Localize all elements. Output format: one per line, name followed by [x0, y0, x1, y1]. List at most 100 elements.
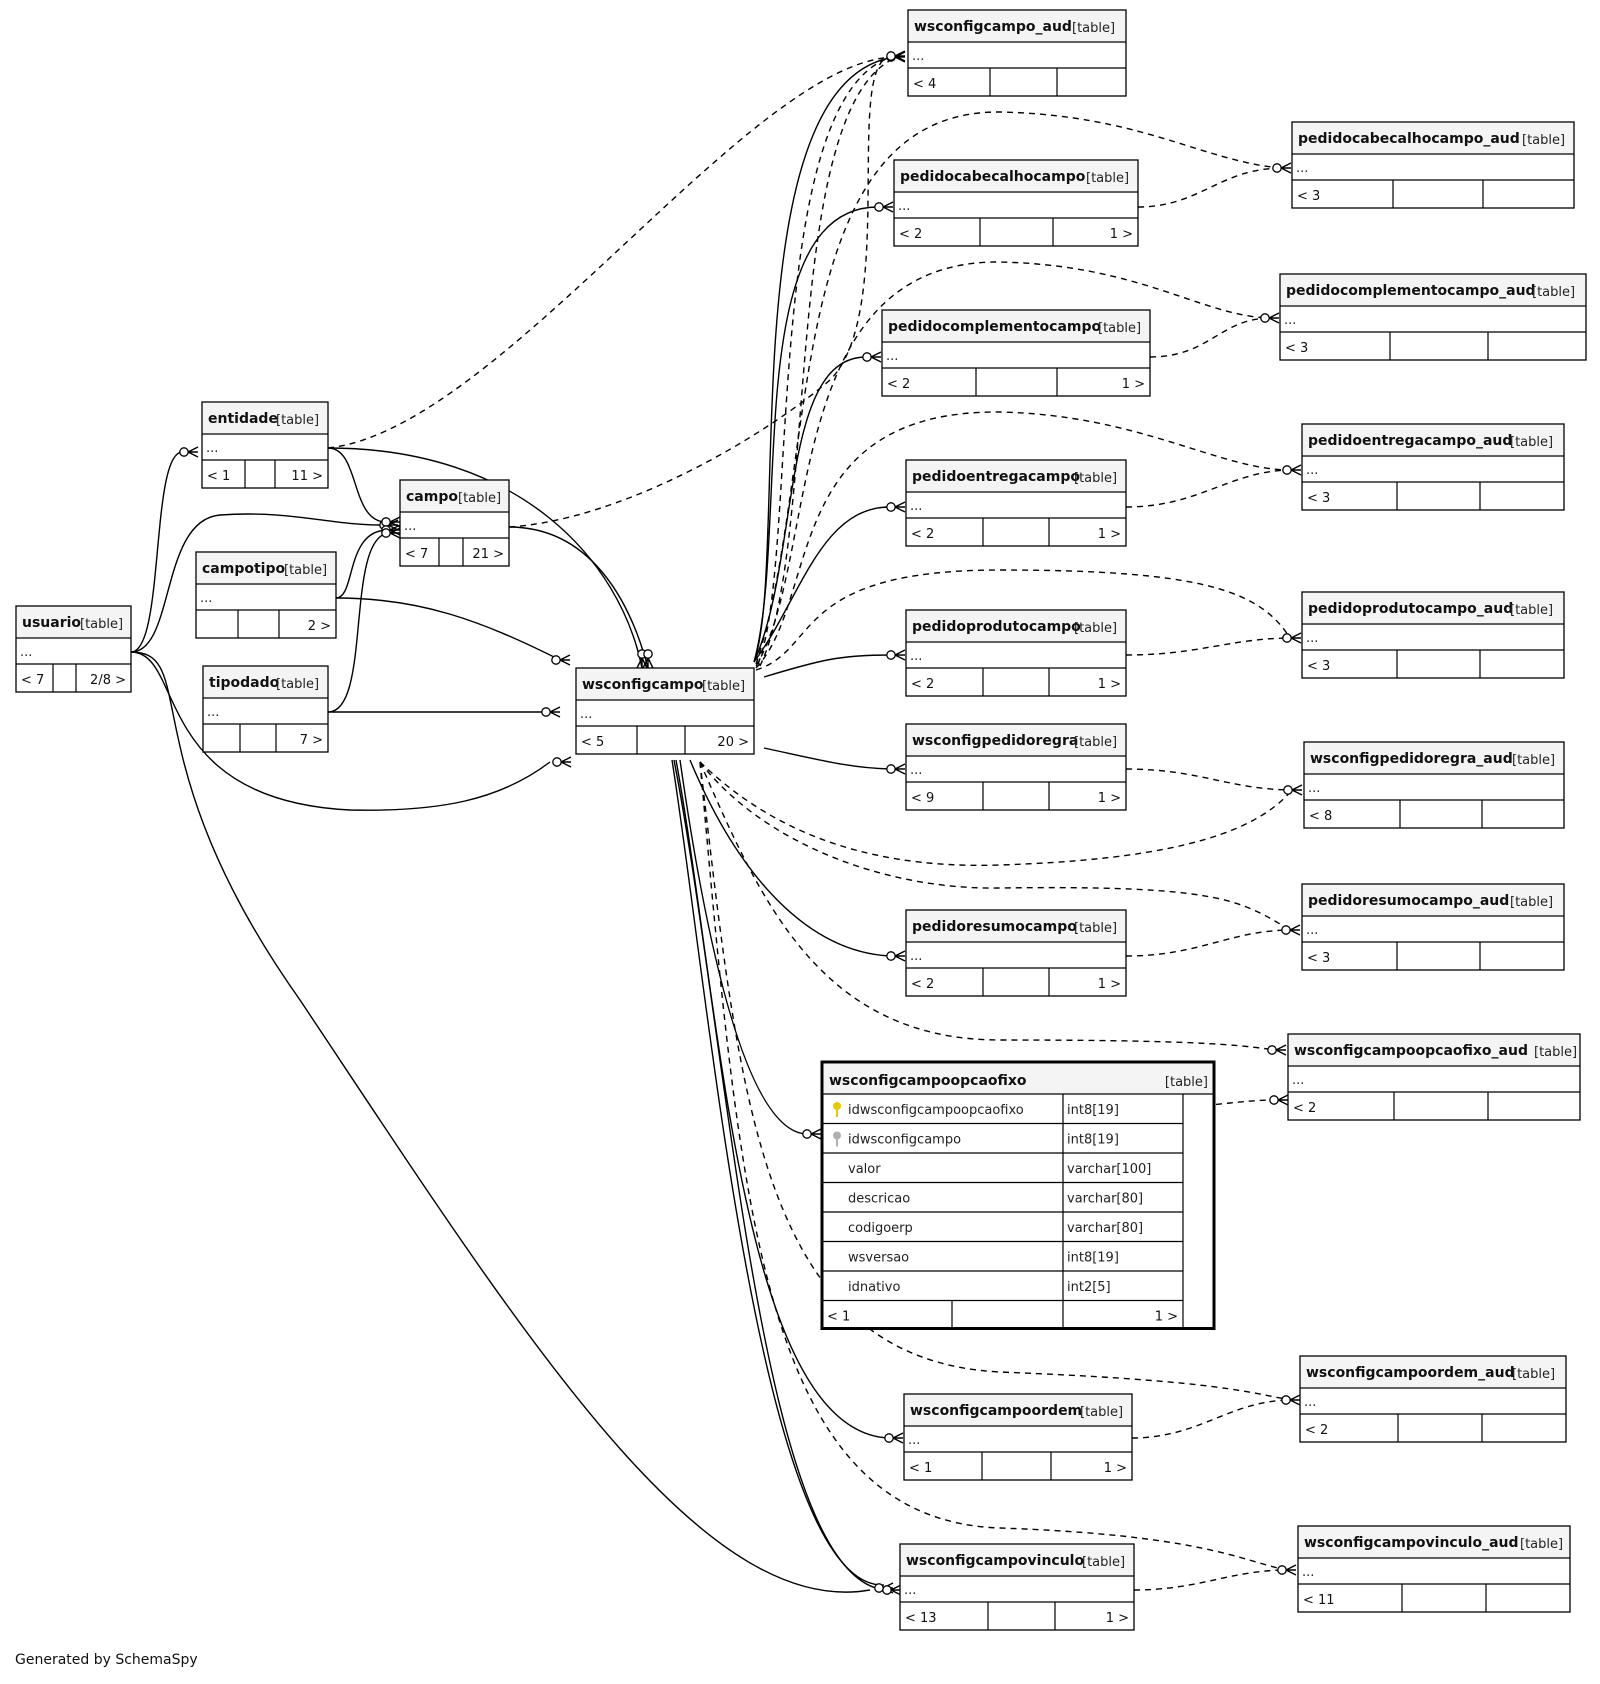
parents-count-link[interactable]: < 3: [1307, 951, 1330, 966]
table-name[interactable]: pedidocomplementocampo: [888, 319, 1102, 335]
table-wsconfigcampoopcaofixo[interactable]: wsconfigcampoopcaofixo[table]idwsconfigc…: [820, 1060, 1216, 1330]
children-count-link[interactable]: 1 >: [1098, 527, 1121, 542]
parents-count-link[interactable]: < 3: [1285, 341, 1308, 356]
parents-count-link[interactable]: < 7: [405, 547, 428, 562]
children-count-link[interactable]: 1 >: [1104, 1461, 1127, 1476]
table-pedidoresumocampo_aud[interactable]: pedidoresumocampo_aud[table]...< 3: [1301, 883, 1565, 971]
table-name[interactable]: pedidocabecalhocampo: [900, 169, 1086, 185]
table-name[interactable]: wsconfigcampo_aud: [914, 19, 1072, 35]
children-count-link[interactable]: 2/8 >: [90, 673, 126, 688]
table-name[interactable]: pedidoentregacampo: [912, 469, 1080, 485]
relationship-line: [335, 529, 389, 599]
parents-count-link[interactable]: < 1: [207, 469, 230, 484]
table-wsconfigcampoopcaofixo_aud[interactable]: wsconfigcampoopcaofixo_aud[table]...< 2: [1287, 1033, 1581, 1121]
parents-count-link[interactable]: < 5: [581, 735, 604, 750]
children-count-link[interactable]: 2 >: [308, 619, 331, 634]
table-name[interactable]: pedidocomplementocampo_aud: [1286, 283, 1536, 299]
table-name[interactable]: wsconfigcampoopcaofixo: [829, 1073, 1027, 1089]
table-name[interactable]: wsconfigcampovinculo_aud: [1304, 1535, 1519, 1551]
children-count-link[interactable]: 20 >: [717, 735, 749, 750]
parents-count-link[interactable]: < 7: [21, 673, 44, 688]
collapsed-columns-ellipsis: ...: [910, 949, 922, 964]
table-wsconfigcampo_aud[interactable]: wsconfigcampo_aud[table]...< 4: [907, 9, 1127, 97]
table-name[interactable]: pedidocabecalhocampo_aud: [1298, 131, 1520, 147]
table-wsconfigcampovinculo_aud[interactable]: wsconfigcampovinculo_aud[table]...< 11: [1297, 1525, 1571, 1613]
table-wsconfigpedidoregra_aud[interactable]: wsconfigpedidoregra_aud[table]...< 8: [1303, 741, 1565, 829]
table-type-label: [table]: [1510, 895, 1553, 910]
children-count-link[interactable]: 1 >: [1110, 227, 1133, 242]
table-tipodado[interactable]: tipodado[table]...7 >: [202, 665, 329, 753]
parents-count-link[interactable]: < 13: [905, 1611, 937, 1626]
table-name[interactable]: pedidoprodutocampo_aud: [1308, 601, 1513, 617]
children-count-link[interactable]: 1 >: [1106, 1611, 1129, 1626]
parents-count-link[interactable]: < 2: [899, 227, 922, 242]
table-name[interactable]: pedidoentregacampo_aud: [1308, 433, 1512, 449]
children-count-link[interactable]: 21 >: [472, 547, 504, 562]
table-name[interactable]: pedidoresumocampo: [912, 919, 1077, 935]
parents-count-link[interactable]: < 3: [1297, 189, 1320, 204]
children-count-link[interactable]: 7 >: [300, 733, 323, 748]
collapsed-columns-ellipsis: ...: [910, 499, 922, 514]
relationship-line-implied: [755, 111, 1281, 665]
table-name[interactable]: wsconfigcampoordem: [910, 1403, 1082, 1419]
children-count-link[interactable]: 1 >: [1098, 977, 1121, 992]
parents-count-link[interactable]: < 2: [1305, 1423, 1328, 1438]
parents-count-link[interactable]: < 2: [887, 377, 910, 392]
parents-count-link[interactable]: < 2: [911, 527, 934, 542]
parents-count-link[interactable]: < 2: [911, 677, 934, 692]
table-pedidoprodutocampo_aud[interactable]: pedidoprodutocampo_aud[table]...< 3: [1301, 591, 1565, 679]
table-campotipo[interactable]: campotipo[table]...2 >: [195, 551, 337, 639]
children-count-link[interactable]: 1 >: [1098, 677, 1121, 692]
parents-count-link[interactable]: < 9: [911, 791, 934, 806]
table-name[interactable]: wsconfigcampoopcaofixo_aud: [1294, 1043, 1528, 1059]
table-name[interactable]: wsconfigcampo: [582, 677, 704, 693]
table-name[interactable]: wsconfigcampoordem_aud: [1306, 1365, 1515, 1381]
table-name[interactable]: tipodado: [209, 675, 280, 691]
parents-count-link[interactable]: < 1: [827, 1310, 850, 1325]
parents-count-link[interactable]: < 2: [911, 977, 934, 992]
table-name[interactable]: usuario: [22, 615, 81, 631]
children-count-link[interactable]: 1 >: [1155, 1310, 1178, 1325]
table-pedidoentregacampo_aud[interactable]: pedidoentregacampo_aud[table]...< 3: [1301, 423, 1565, 511]
table-name[interactable]: pedidoprodutocampo: [912, 619, 1081, 635]
children-count-link[interactable]: 1 >: [1098, 791, 1121, 806]
parents-count-link[interactable]: < 4: [913, 77, 936, 92]
parents-count-link[interactable]: < 3: [1307, 659, 1330, 674]
table-name[interactable]: campo: [406, 489, 458, 505]
parents-count-link[interactable]: < 2: [1293, 1101, 1316, 1116]
table-pedidocabecalhocampo_aud[interactable]: pedidocabecalhocampo_aud[table]...< 3: [1291, 121, 1575, 209]
table-name[interactable]: wsconfigpedidoregra_aud: [1310, 751, 1513, 767]
table-name[interactable]: wsconfigcampovinculo: [906, 1553, 1084, 1569]
parents-count-link[interactable]: < 3: [1307, 491, 1330, 506]
table-name[interactable]: campotipo: [202, 561, 285, 577]
table-pedidocomplementocampo_aud[interactable]: pedidocomplementocampo_aud[table]...< 3: [1279, 273, 1587, 361]
table-name[interactable]: wsconfigpedidoregra: [912, 733, 1078, 749]
table-name[interactable]: entidade: [208, 411, 278, 427]
parents-count-link[interactable]: < 8: [1309, 809, 1332, 824]
children-count-link[interactable]: 1 >: [1122, 377, 1145, 392]
table-name[interactable]: pedidoresumocampo_aud: [1308, 893, 1509, 909]
parents-count-link[interactable]: < 1: [909, 1461, 932, 1476]
parents-count-link[interactable]: < 11: [1303, 1593, 1335, 1608]
children-count-link[interactable]: 11 >: [291, 469, 323, 484]
table-wsconfigcampoordem_aud[interactable]: wsconfigcampoordem_aud[table]...< 2: [1299, 1355, 1567, 1443]
